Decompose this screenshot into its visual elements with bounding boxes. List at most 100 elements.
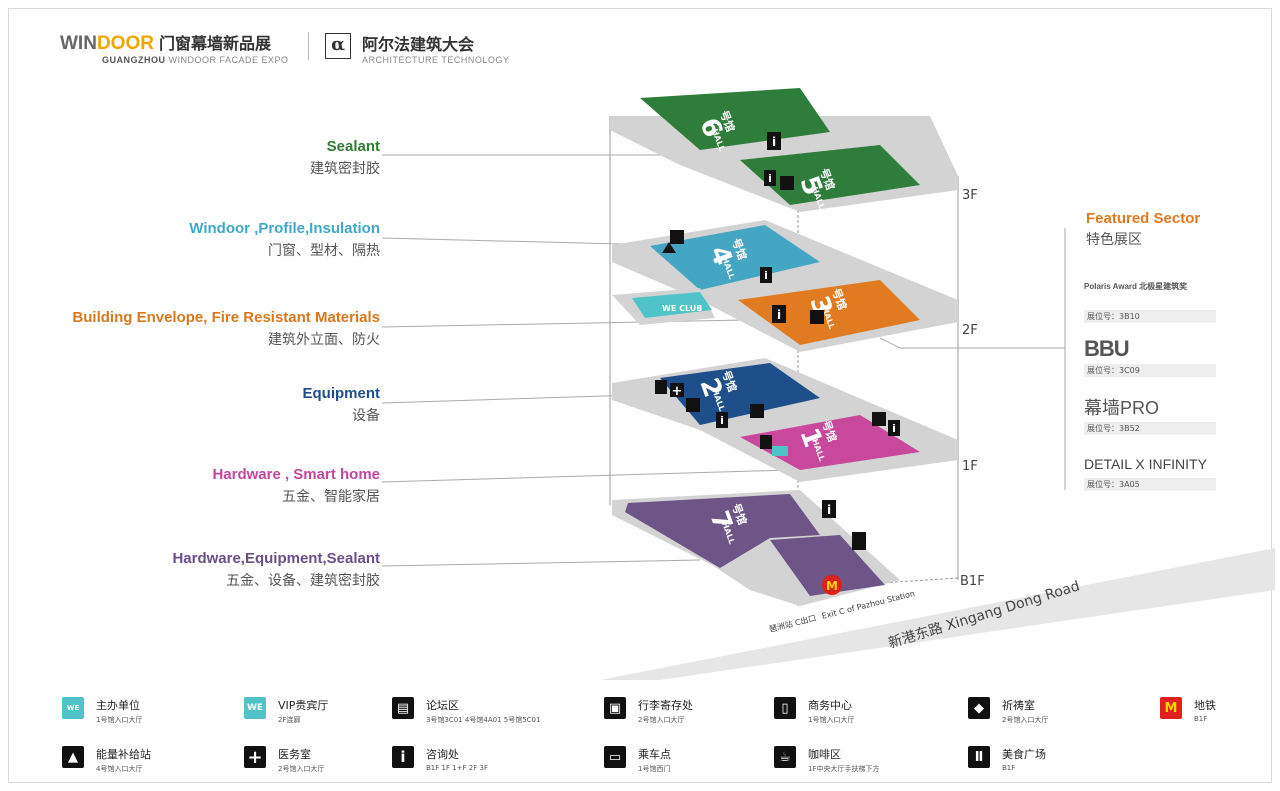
brand-en-2: DOOR bbox=[96, 33, 154, 54]
category-zh: 五金、设备、建筑密封胶 bbox=[226, 573, 380, 589]
svg-text:+: + bbox=[672, 384, 683, 399]
category-en: Sealant bbox=[326, 138, 380, 155]
forum-icon bbox=[780, 176, 794, 190]
energy-station-icon bbox=[662, 242, 676, 253]
hall-7-extension bbox=[770, 535, 885, 596]
coffee-area-icon bbox=[750, 404, 764, 418]
food-court-icon: Ⅱ bbox=[968, 746, 990, 768]
legend-vip: WE VIP贵宾厅 2F连廊 bbox=[244, 697, 328, 725]
info-icon bbox=[767, 132, 781, 150]
svg-text:i: i bbox=[768, 172, 772, 185]
category-zh: 门窗、型材、隔热 bbox=[268, 243, 380, 259]
legend-location: B1F bbox=[1194, 715, 1208, 723]
leader-lines bbox=[381, 154, 1066, 567]
legend-title: 咖啡区 bbox=[808, 748, 841, 761]
legend-location: 2号馆入口大厅 bbox=[278, 765, 325, 773]
info-icon bbox=[888, 420, 900, 436]
featured-polaris: Polaris Award 北极星建筑奖 展位号：3B10 bbox=[1084, 278, 1216, 323]
category-envelope: Building Envelope, Fire Resistant Materi… bbox=[72, 309, 380, 349]
mqpro-logo: 幕墙PRO bbox=[1084, 398, 1160, 418]
info-icon bbox=[764, 170, 776, 186]
header-divider bbox=[308, 32, 309, 60]
legend-location: 2F连廊 bbox=[278, 716, 301, 724]
brand-cn: 门窗幕墙新品展 bbox=[159, 34, 272, 53]
booth-number: 展位号：3A05 bbox=[1084, 478, 1216, 491]
category-sealant: Sealant 建筑密封胶 bbox=[310, 138, 380, 178]
legend-title: 祈祷室 bbox=[1002, 699, 1035, 712]
info-icon bbox=[822, 500, 836, 518]
featured-detail: DETAIL X INFINITY 展位号：3A05 bbox=[1084, 456, 1216, 491]
legend-location: B1F 1F 1+F 2F 3F bbox=[426, 764, 488, 772]
detail-logo: DETAIL X INFINITY bbox=[1084, 456, 1207, 472]
legend-title: 医务室 bbox=[278, 748, 311, 761]
legend-title: 能量补给站 bbox=[96, 748, 151, 761]
bus-stop-icon bbox=[872, 412, 886, 426]
svg-text:i: i bbox=[772, 135, 776, 149]
svg-text:i: i bbox=[720, 414, 724, 427]
legend-info: i 咨询处 B1F 1F 1+F 2F 3F bbox=[392, 746, 488, 772]
prayer-room-icon bbox=[655, 380, 667, 394]
alpha-logo-icon: α bbox=[325, 33, 351, 59]
medical-room-icon: + bbox=[244, 746, 266, 768]
floor-plan-diagram: 新港东路 Xingang Dong Road WE CLUB 6 号馆 HALL bbox=[381, 88, 1275, 680]
business-center-icon: ▯ bbox=[774, 697, 796, 719]
featured-title-zh: 特色展区 bbox=[1086, 232, 1142, 248]
svg-text:i: i bbox=[764, 269, 768, 282]
floor-labels: 3F 2F 1F B1F bbox=[960, 188, 985, 589]
legend-title: 咨询处 bbox=[426, 748, 459, 761]
legend-location: 4号馆入口大厅 bbox=[96, 765, 143, 773]
legend-location: 2号馆入口大厅 bbox=[1002, 716, 1049, 724]
category-en: Building Envelope, Fire Resistant Materi… bbox=[72, 309, 380, 326]
metro-icon: M bbox=[1160, 697, 1182, 719]
legend-location: 1F中央大厅手扶梯下方 bbox=[808, 765, 880, 773]
road-band bbox=[600, 548, 1275, 680]
booth-number: 展位号：3B10 bbox=[1084, 310, 1216, 323]
partner-brand: 阿尔法建筑大会 ARCHITECTURE TECHNOLOGY bbox=[362, 31, 509, 65]
map-facility-icons: i i i i + i i i M bbox=[655, 132, 900, 595]
organizer-icon: WE bbox=[62, 697, 84, 719]
bus-stop-icon: ▭ bbox=[604, 746, 626, 768]
legend-title: VIP贵宾厅 bbox=[278, 699, 329, 712]
forum-icon bbox=[670, 230, 684, 244]
category-zh: 建筑密封胶 bbox=[310, 161, 380, 177]
hall-3 bbox=[738, 280, 920, 345]
category-en: Hardware , Smart home bbox=[212, 466, 380, 483]
info-desk-icon: i bbox=[392, 746, 414, 768]
vip-lounge-icon: WE bbox=[244, 697, 266, 719]
business-center-icon bbox=[760, 435, 772, 449]
legend-title: 商务中心 bbox=[808, 699, 852, 712]
category-en: Windoor ,Profile,Insulation bbox=[189, 220, 380, 237]
floor-label-1f: 1F bbox=[962, 459, 978, 474]
windoor-brand: WINDOOR 门窗幕墙新品展 GUANGZHOU WINDOOR FACADE… bbox=[60, 30, 289, 65]
svg-text:i: i bbox=[827, 503, 831, 517]
legend-title: 美食广场 bbox=[1002, 748, 1046, 761]
category-hardware-all: Hardware,Equipment,Sealant 五金、设备、建筑密封胶 bbox=[172, 550, 380, 590]
partner-sub: ARCHITECTURE TECHNOLOGY bbox=[362, 55, 510, 65]
legend-title: 乘车点 bbox=[638, 748, 671, 761]
featured-title-en: Featured Sector bbox=[1086, 210, 1201, 227]
legend-location: 1号馆西门 bbox=[638, 765, 671, 773]
forum-icon: ▤ bbox=[392, 697, 414, 719]
category-windoor: Windoor ,Profile,Insulation 门窗、型材、隔热 bbox=[189, 220, 380, 260]
food-court-icon bbox=[852, 532, 866, 550]
metro-icon bbox=[822, 575, 842, 595]
category-zh: 建筑外立面、防火 bbox=[268, 332, 380, 348]
organizer-icon bbox=[772, 446, 788, 456]
brand-en-1: WIN bbox=[60, 33, 97, 54]
legend-coffee: ☕ 咖啡区 1F中央大厅手扶梯下方 bbox=[774, 746, 879, 774]
brand-sub-2: WINDOOR FACADE EXPO bbox=[168, 55, 289, 65]
legend-bus: ▭ 乘车点 1号馆西门 bbox=[604, 746, 671, 774]
partner-cn: 阿尔法建筑大会 bbox=[362, 35, 475, 54]
brand-sub-1: GUANGZHOU bbox=[102, 55, 166, 65]
legend-title: 论坛区 bbox=[426, 699, 459, 712]
booth-number: 展位号：3C09 bbox=[1084, 364, 1216, 377]
hall-6 bbox=[640, 88, 830, 150]
svg-text:i: i bbox=[892, 422, 896, 435]
coffee-area-icon: ☕ bbox=[774, 746, 796, 768]
